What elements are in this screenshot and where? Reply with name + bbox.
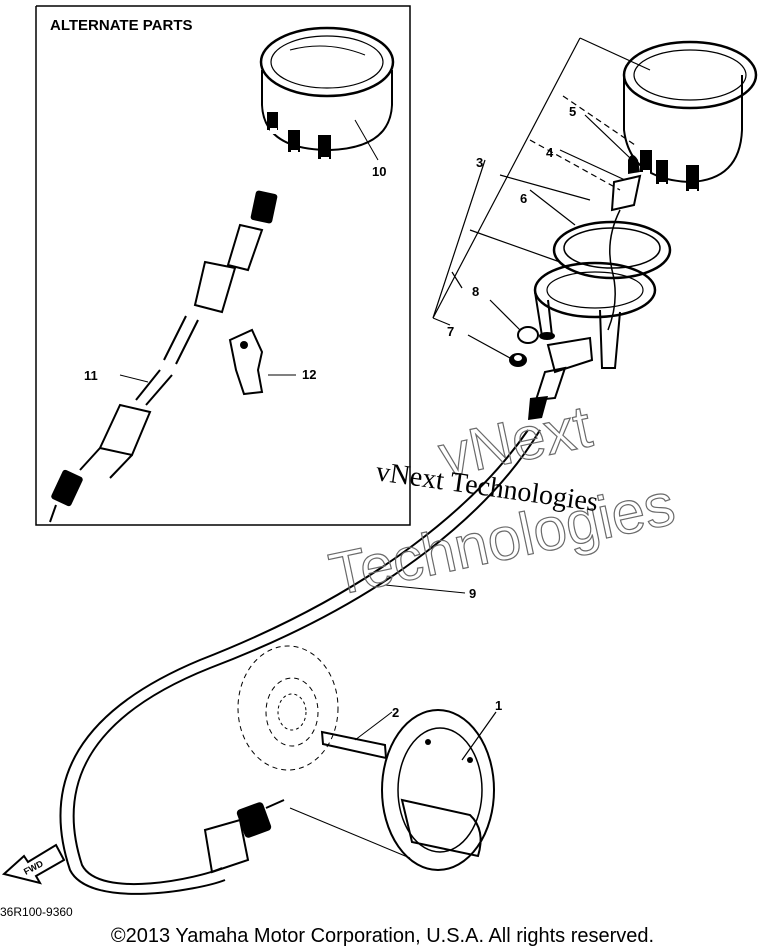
leader-lines xyxy=(432,37,651,359)
fwd-label: FWD xyxy=(22,858,45,877)
callout-5: 5 xyxy=(569,104,576,119)
part-1-2-gear-unit xyxy=(237,645,497,871)
panel-frame xyxy=(35,5,411,526)
callout-12: 12 xyxy=(302,367,316,382)
callout-numbers: 10 11 12 5 4 3 6 8 7 9 2 1 xyxy=(84,104,576,720)
callout-1: 1 xyxy=(495,698,502,713)
callout-6: 6 xyxy=(520,191,527,206)
callout-9: 9 xyxy=(469,586,476,601)
callout-10: 10 xyxy=(372,164,386,179)
callout-8: 8 xyxy=(472,284,479,299)
part-9-cable xyxy=(59,429,541,895)
speedometer-assembly xyxy=(509,40,758,420)
watermark: vNext Technologies vNext Technologies xyxy=(323,392,681,609)
forward-arrow-icon: FWD xyxy=(1,843,66,885)
callout-2: 2 xyxy=(392,705,399,720)
callout-4: 4 xyxy=(546,145,554,160)
callout-11: 11 xyxy=(84,368,98,383)
callout-3: 3 xyxy=(476,155,483,170)
part-10-speedometer-alternate xyxy=(259,26,395,163)
reference-code: 36R100-9360 xyxy=(0,905,73,919)
part-12-clamp xyxy=(228,328,296,396)
panel-title: ALTERNATE PARTS xyxy=(50,17,193,34)
part-11-cable-alternate xyxy=(49,190,278,523)
alternate-parts-panel: ALTERNATE PARTS xyxy=(35,5,411,526)
callout-7: 7 xyxy=(447,324,454,339)
copyright-notice: ©2013 Yamaha Motor Corporation, U.S.A. A… xyxy=(110,925,655,947)
